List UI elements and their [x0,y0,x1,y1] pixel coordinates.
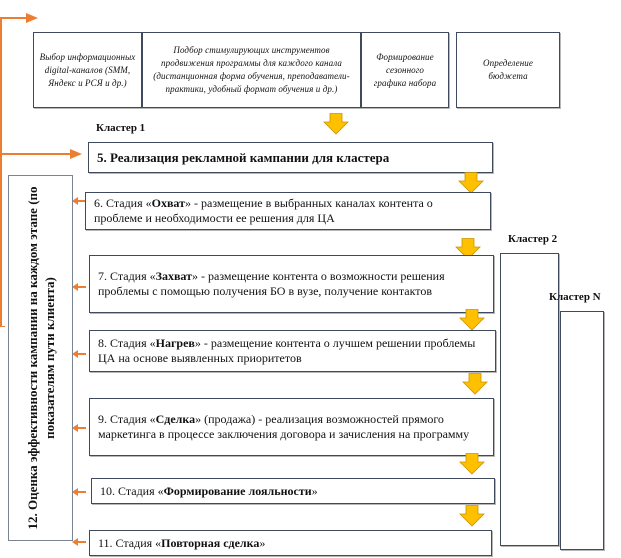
stage-8-suffix: » - размещение контента о лучшем решении… [98,336,476,365]
top-box-channels: Выбор информационных digital-каналов (SM… [33,32,142,108]
feedback-line-bottom-tick [0,326,5,327]
stage-6-prefix: 6. Стадия « [94,196,152,210]
stage-9-name: Сделка [155,412,196,426]
top-box-tools-text: Подбор стимулирующих инструментов продви… [153,45,350,94]
arrow-left-icon [72,197,86,205]
stage-7-suffix: » - размещение контента о возможности ре… [98,269,445,298]
arrow-left-icon [72,283,86,291]
feedback-line-top [0,17,28,19]
arrow-right-icon [26,13,38,23]
cluster-2-label: Кластер 2 [508,233,558,245]
cluster-1-label: Кластер 1 [96,122,146,134]
block-arrow-down-icon [323,113,349,135]
cluster-n-column [560,311,604,550]
stage-10-name: Формирование лояльности [163,483,312,498]
step-5-text: 5. Реализация рекламной кампании для кла… [97,150,390,165]
stage-11-name: Повторная сделка [161,535,260,550]
stage-9-prefix: 9. Стадия « [98,412,156,426]
arrow-right-icon [70,149,82,159]
stage-6-reach: 6. Стадия «Охват» - размещение в выбранн… [85,192,491,230]
cluster-2-column [500,253,559,546]
stage-7-name: Захват [155,269,193,283]
stage-10-loyalty: 10. Стадия «Формирование лояльности» [91,478,495,504]
feedback-line-cluster [0,153,72,155]
stage-11-prefix: 11. Стадия « [98,535,162,550]
feedback-line-vertical [0,17,2,327]
block-arrow-down-icon [459,309,485,331]
arrow-left-icon [72,424,86,432]
top-box-tools: Подбор стимулирующих инструментов продви… [142,32,361,108]
stage-7-prefix: 7. Стадия « [98,269,156,283]
block-arrow-down-icon [459,453,485,475]
top-box-channels-text: Выбор информационных digital-каналов (SM… [39,51,136,88]
stage-6-name: Охват [151,196,186,210]
arrow-left-icon [72,350,86,358]
stage-11-repeat-deal: 11. Стадия «Повторная сделка» [89,530,492,556]
block-arrow-down-icon [462,373,488,395]
step-12-text: 12. Оценка эффективности кампании на каж… [24,186,57,530]
stage-9-deal: 9. Стадия «Сделка» (продажа) - реализаци… [89,398,494,456]
step-5-campaign: 5. Реализация рекламной кампании для кла… [88,142,493,173]
top-box-schedule: Формирование сезонного графика набора [361,32,449,108]
top-box-budget: Определение бюджета [456,32,560,108]
top-box-schedule-text: Формирование сезонного графика набора [373,51,437,88]
stage-8-warmup: 8. Стадия «Нагрев» - размещение контента… [89,330,496,372]
stage-11-suffix: » [259,535,266,550]
block-arrow-down-icon [459,505,485,527]
stage-7-capture: 7. Стадия «Захват» - размещение контента… [89,255,494,313]
stage-8-prefix: 8. Стадия « [98,336,156,350]
top-box-budget-text: Определение бюджета [483,58,533,81]
block-arrow-down-icon [458,172,484,194]
stage-8-name: Нагрев [155,336,195,350]
arrow-left-icon [72,488,86,496]
stage-9-suffix: » (продажа) - реализация возможностей пр… [98,412,470,441]
cluster-n-label: Кластер N [549,291,601,303]
stage-10-prefix: 10. Стадия « [100,483,164,498]
step-12-evaluation: 12. Оценка эффективности кампании на каж… [8,175,73,541]
stage-6-suffix: » - размещение в выбранных каналах конте… [94,196,433,225]
arrow-left-icon [72,538,86,546]
block-arrow-down-icon [455,238,481,260]
stage-10-suffix: » [311,483,318,498]
